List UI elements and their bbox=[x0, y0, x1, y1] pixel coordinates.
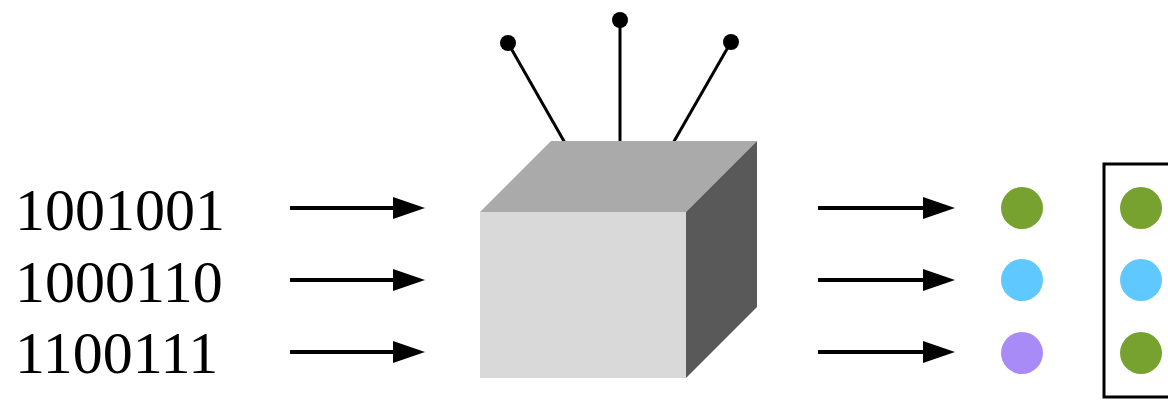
arrow-head bbox=[393, 197, 425, 219]
output-dot bbox=[1001, 187, 1043, 229]
output-dot bbox=[1001, 332, 1043, 374]
arrow-line bbox=[290, 278, 400, 282]
cube-side bbox=[686, 141, 757, 378]
truth-dot bbox=[1120, 187, 1162, 229]
arrow-head bbox=[923, 341, 955, 363]
arrow-line bbox=[290, 206, 400, 210]
binary-input: 1100111 bbox=[15, 323, 218, 383]
arrow-line bbox=[818, 278, 930, 282]
arrow-head bbox=[393, 269, 425, 291]
truth-box bbox=[1104, 164, 1168, 397]
arrow-head bbox=[393, 341, 425, 363]
arrow-line bbox=[818, 206, 930, 210]
predicted-dots bbox=[1001, 187, 1043, 374]
output-arrows bbox=[818, 197, 955, 363]
binary-input: 1000110 bbox=[15, 252, 223, 312]
antenna-tip bbox=[612, 12, 628, 28]
output-dot bbox=[1001, 259, 1043, 301]
truth-frame bbox=[1104, 164, 1168, 397]
truth-dot bbox=[1120, 259, 1162, 301]
arrow-line bbox=[290, 350, 400, 354]
arrow-head bbox=[923, 197, 955, 219]
arrow-head bbox=[923, 269, 955, 291]
antenna-tip bbox=[500, 35, 516, 51]
binary-input: 1001001 bbox=[15, 180, 225, 240]
antenna-tip bbox=[723, 34, 739, 50]
truth-dot bbox=[1120, 332, 1162, 374]
cube-front bbox=[480, 212, 686, 378]
black-box-cube bbox=[480, 141, 757, 378]
input-arrows bbox=[290, 197, 425, 363]
arrow-line bbox=[818, 350, 930, 354]
